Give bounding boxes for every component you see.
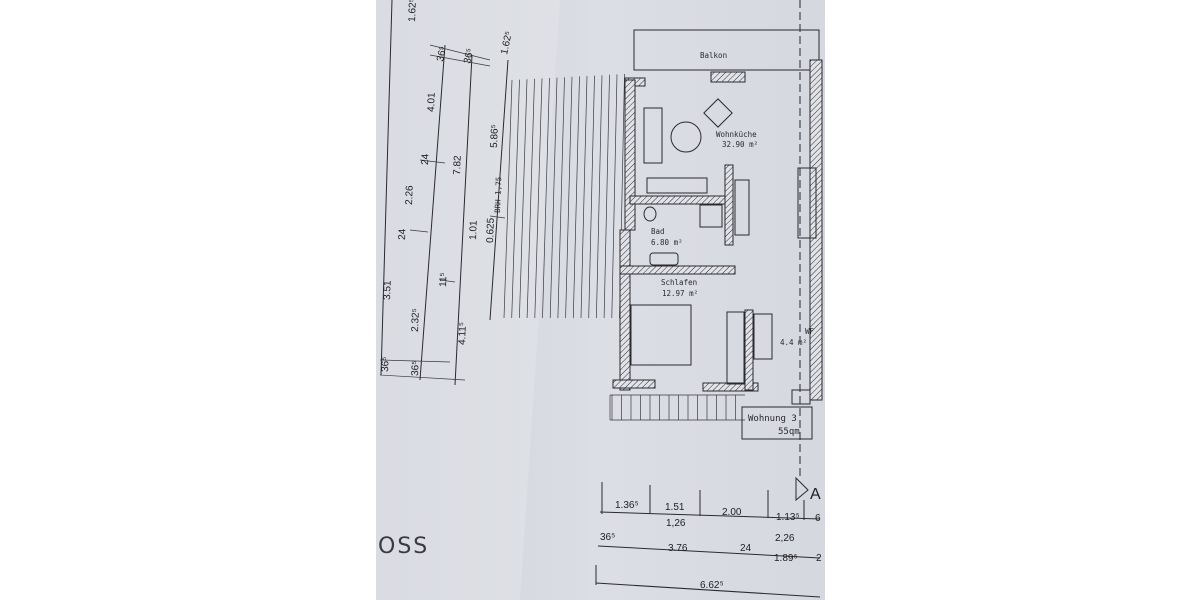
room-area-wf: 4.4 m² <box>780 338 807 347</box>
room-area-schlafen: 12.97 m² <box>662 289 698 298</box>
dim-label: 1.13⁵ <box>776 512 800 523</box>
dim-label: 4.11⁵ <box>457 322 469 345</box>
dim-label: 1.36⁵ <box>615 500 639 511</box>
roof-stripe <box>596 75 603 319</box>
left-dimension-lines <box>379 0 509 386</box>
dim-label: 36⁵ <box>462 47 476 64</box>
dim-label: 24 <box>397 228 408 240</box>
dim-label: 6 <box>815 513 821 524</box>
dim-label: 36⁵ <box>435 45 449 62</box>
room-area-bad: 6.80 m² <box>651 238 683 247</box>
dim-label: 1.62⁵ <box>499 30 515 55</box>
dim-label: 1.01 <box>468 220 480 240</box>
roof-stripe <box>603 74 610 319</box>
bottom-dimension-labels: 1.36⁵ 1.51 2.00 1.13⁵ 6 1,26 2,26 36⁵ 3.… <box>600 500 822 591</box>
roof-stripe <box>565 76 573 319</box>
room-label-wohnkueche: Wohnküche <box>716 130 757 139</box>
roof-stripe <box>511 79 520 319</box>
room-label-schlafen: Schlafen <box>661 278 697 287</box>
dim-label: 36⁵ <box>600 532 615 543</box>
room-area-wohnkueche: 32.90 m² <box>722 140 758 149</box>
dim-label: 11⁵ <box>438 272 450 287</box>
section-marker-letter: A <box>810 486 821 503</box>
dim-label: 0.625 <box>485 217 497 243</box>
roof-stripe <box>503 79 513 319</box>
stairs <box>611 395 736 420</box>
dim-label: 1,26 <box>666 518 686 529</box>
dim-label: 2.00 <box>722 507 742 518</box>
roof-stripe <box>611 74 618 319</box>
room-label-wf: WF <box>805 327 815 336</box>
roof-stripe <box>534 78 543 319</box>
dim-label: 2,26 <box>775 533 795 544</box>
dim-label: 1.51 <box>665 502 685 513</box>
roof-stripe <box>572 76 580 319</box>
dim-label: 5.86⁵ <box>489 124 501 148</box>
roof-stripe <box>526 78 535 319</box>
roof-stripe <box>549 77 558 319</box>
dim-label: 36⁵ <box>380 356 392 372</box>
roof-stripe <box>557 77 565 319</box>
roof-stripes <box>503 73 625 319</box>
dim-label: 1.62⁵ <box>407 0 419 22</box>
dim-label: 24 <box>740 543 752 554</box>
roof-stripe <box>519 79 528 319</box>
room-label-balkon: Balkon <box>700 51 727 60</box>
bottom-dimension-lines <box>595 482 821 598</box>
roof-stripe <box>542 77 550 319</box>
roof-stripe <box>588 75 595 319</box>
dim-label: 4.01 <box>426 92 438 112</box>
roof-stripe <box>580 75 588 319</box>
dim-label: 6.62⁵ <box>700 580 724 591</box>
dim-label: BRH 1,75 <box>493 177 503 213</box>
dim-label: 36⁵ <box>410 360 422 376</box>
dim-label: 2.26 <box>404 185 416 205</box>
left-dimension-labels: 1.62⁵ 3.51 36⁵ 36⁵ 4.01 24 2.26 24 2.32⁵… <box>380 0 515 376</box>
unit-area: 55qm <box>778 427 800 437</box>
dim-label: 2 <box>816 553 822 564</box>
room-label-bad: Bad <box>651 227 665 236</box>
dim-label: 7.82 <box>452 155 464 175</box>
section-marker: A <box>795 476 821 503</box>
dim-label: 24 <box>420 153 431 165</box>
walls <box>609 0 823 480</box>
dim-label: 2.32⁵ <box>410 308 422 332</box>
unit-name: Wohnung 3 <box>748 414 797 424</box>
paper-fold <box>376 0 560 600</box>
dim-label: 3.51 <box>382 280 394 300</box>
dim-label: 3.76 <box>668 543 688 554</box>
unit-label-box: Wohnung 3 55qm <box>741 406 813 440</box>
partial-heading: OSS <box>378 534 429 559</box>
dim-label: 1.89⁵ <box>774 553 798 564</box>
